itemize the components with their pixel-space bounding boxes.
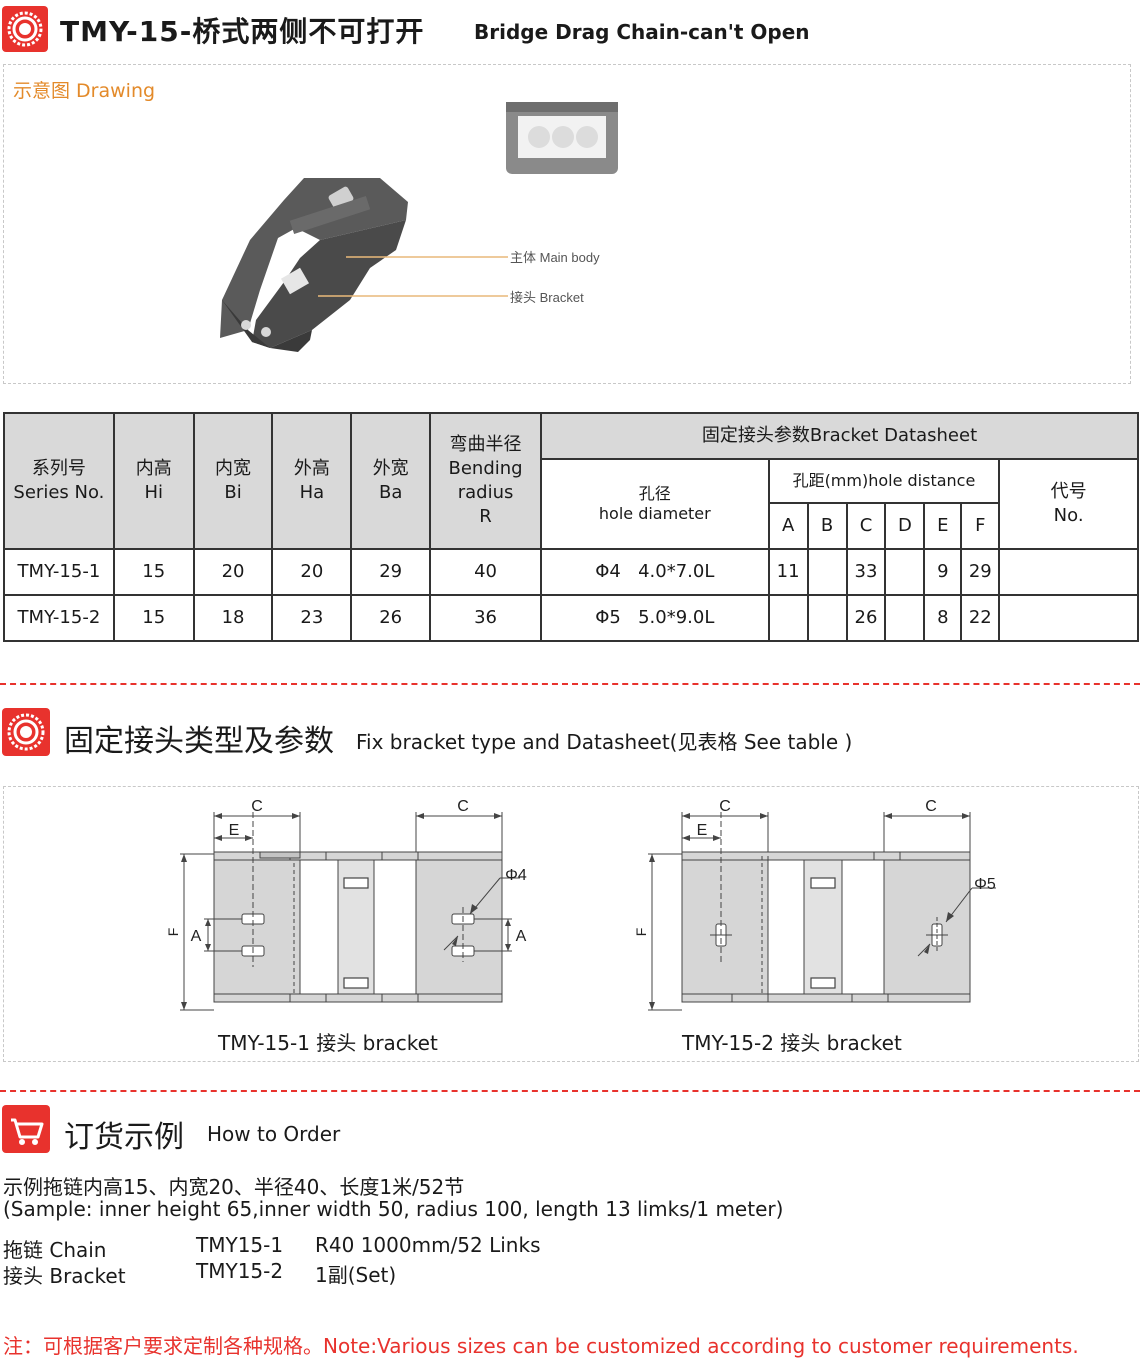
col-hole-distance: 孔距(mm)hole distance [767, 458, 1001, 504]
dim-e-left: E [697, 822, 708, 839]
col-d: D [884, 502, 926, 550]
cell-hole: Φ4 4.0*7.0L [539, 548, 770, 596]
chain-illustration: 主体 Main body 接头 Bracket [220, 102, 618, 352]
dim-a-left: A [191, 928, 202, 945]
cell-f: 22 [960, 594, 1001, 642]
table-row: TMY-15-2 15 18 23 26 36 Φ5 5.0*9.0L 26 8… [3, 594, 1139, 642]
dim-f: F [633, 928, 649, 937]
order-bracket-spec: 1副(Set) [315, 1263, 397, 1287]
bracket-caption-tmy15-1: TMY-15-1 接头 bracket [218, 1031, 438, 1055]
drawing-panel [3, 64, 1131, 384]
col-e: E [923, 502, 963, 550]
dim-phi4: Φ4 [505, 867, 527, 884]
order-chain-label: 拖链 Chain [3, 1238, 107, 1262]
bracket-diagram-tmy15-2: C E C F Φ5 [633, 798, 996, 1011]
link-isometric-view [220, 178, 408, 352]
cell-code [998, 548, 1139, 596]
cell-a: 11 [767, 548, 809, 596]
cell-d [884, 594, 926, 642]
target-badge-icon [2, 6, 48, 52]
bracket-diagram-tmy15-1: C E C F A A Φ4 [165, 798, 527, 1011]
cell-a [767, 594, 809, 642]
cell-bi: 20 [192, 548, 274, 596]
order-chain-spec: R40 1000mm/52 Links [315, 1233, 541, 1257]
dim-c-left: C [251, 798, 263, 815]
section-divider [0, 683, 1140, 685]
cell-f: 29 [960, 548, 1001, 596]
dim-c-right: C [457, 798, 469, 815]
cell-e: 8 [923, 594, 963, 642]
page-title: TMY-15-桥式两侧不可打开 [60, 15, 425, 48]
dim-e-left: E [229, 822, 240, 839]
cell-radius: 40 [429, 548, 542, 596]
callout-main-body: 主体 Main body [510, 250, 600, 265]
dim-f: F [165, 928, 181, 937]
customization-note: 注：可根据客户要求定制各种规格。Note:Various sizes can b… [3, 1334, 1079, 1358]
dim-c-left: C [719, 798, 731, 815]
dim-a-right: A [516, 928, 527, 945]
cell-hi: 15 [112, 548, 195, 596]
order-sample-cn: 示例拖链内高15、内宽20、半径40、长度1米/52节 [3, 1175, 465, 1199]
order-sample-en: (Sample: inner height 65,inner width 50,… [3, 1197, 784, 1221]
bracket-diagram-panel [3, 786, 1139, 1062]
cell-radius: 36 [429, 594, 542, 642]
col-a: A [767, 502, 809, 550]
link-end-view [506, 102, 618, 174]
cell-series: TMY-15-2 [3, 594, 115, 642]
bracket-section-title: 固定接头类型及参数 [64, 724, 334, 759]
col-f: F [960, 502, 1001, 550]
order-chain-code: TMY15-1 [196, 1233, 284, 1257]
table-row: TMY-15-1 15 20 20 29 40 Φ4 4.0*7.0L 11 3… [3, 548, 1139, 596]
order-bracket-label: 接头 Bracket [3, 1264, 126, 1288]
cart-badge-icon [2, 1105, 50, 1153]
dim-c-right: C [925, 798, 937, 815]
cell-hole: Φ5 5.0*9.0L [539, 594, 770, 642]
cell-d [884, 548, 926, 596]
order-bracket-code: TMY15-2 [196, 1259, 284, 1283]
page-header: TMY-15-桥式两侧不可打开 Bridge Drag Chain-can't … [0, 0, 1140, 58]
dim-phi5: Φ5 [974, 876, 996, 893]
cell-ha: 23 [271, 594, 353, 642]
col-b: B [806, 502, 848, 550]
cell-code [998, 594, 1139, 642]
cell-ba: 29 [350, 548, 432, 596]
cell-ha: 20 [271, 548, 353, 596]
cell-b [806, 548, 848, 596]
section-divider [0, 1090, 1140, 1092]
cell-hi: 15 [112, 594, 195, 642]
page-subtitle: Bridge Drag Chain-can't Open [474, 20, 810, 44]
cell-c: 26 [845, 594, 887, 642]
cell-series: TMY-15-1 [3, 548, 115, 596]
bracket-caption-tmy15-2: TMY-15-2 接头 bracket [682, 1031, 902, 1055]
bracket-section-subtitle: Fix bracket type and Datasheet(见表格 See t… [356, 730, 853, 754]
col-bracket-datasheet: 固定接头参数Bracket Datasheet [539, 412, 1140, 460]
target-badge-icon [2, 708, 50, 756]
cell-ba: 26 [350, 594, 432, 642]
drawing-label: 示意图 Drawing [13, 80, 156, 102]
col-c: C [845, 502, 887, 550]
cell-c: 33 [845, 548, 887, 596]
cell-b [806, 594, 848, 642]
order-section-title: 订货示例 [64, 1120, 184, 1155]
callout-bracket: 接头 Bracket [510, 290, 584, 305]
cell-e: 9 [923, 548, 963, 596]
order-section-subtitle: How to Order [207, 1122, 341, 1146]
cell-bi: 18 [192, 594, 274, 642]
